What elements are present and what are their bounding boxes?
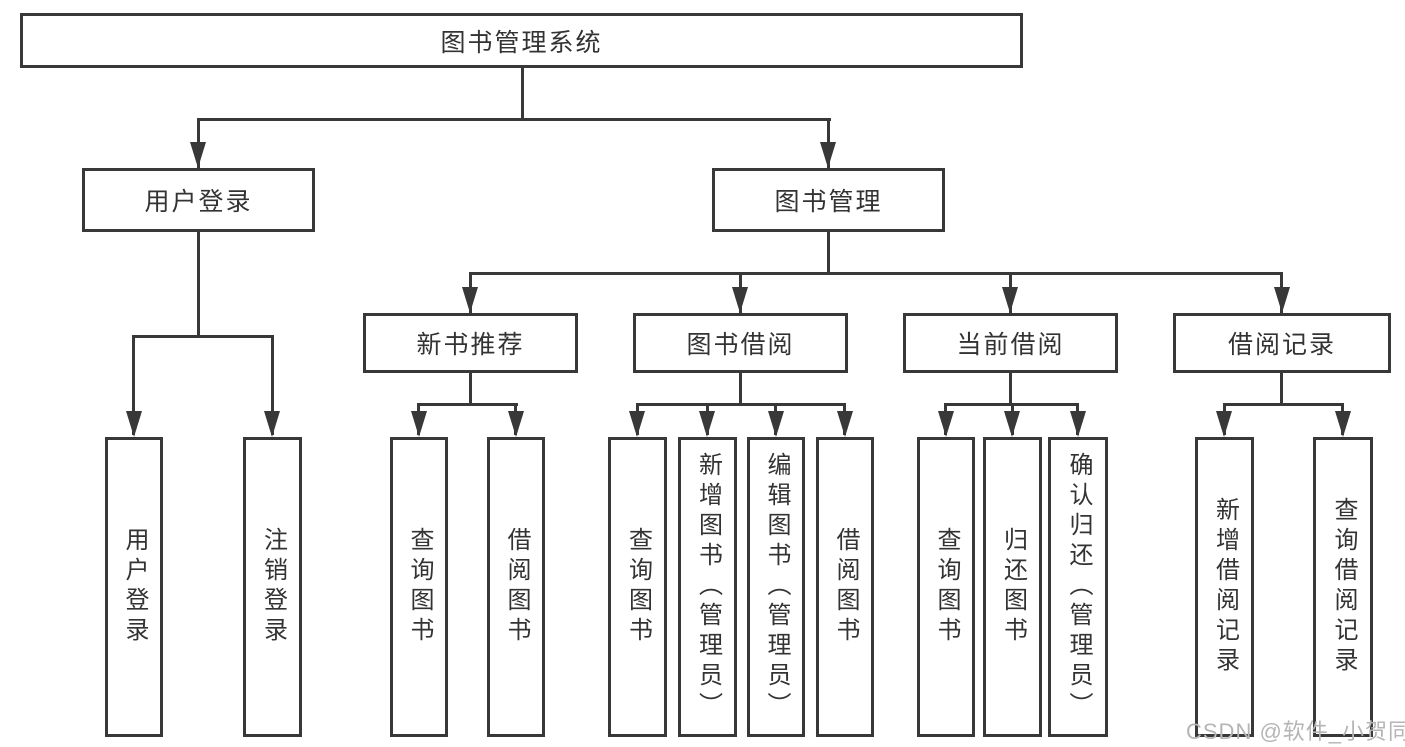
connector-line: [133, 335, 274, 338]
arrow-down-icon: [820, 142, 836, 168]
connector-line: [739, 373, 742, 406]
leaf-label: 新增图书（管理员）: [694, 452, 722, 722]
node-current-borrowing: 当前借阅: [903, 313, 1118, 373]
arrow-down-icon: [938, 411, 954, 437]
arrow-down-icon: [1274, 287, 1290, 313]
leaf-add-books-admin: 新增图书（管理员）: [678, 437, 737, 737]
node-book-management-label: 图书管理: [774, 188, 883, 216]
node-new-book-recommend-label: 新书推荐: [416, 331, 525, 359]
connector-line: [1009, 373, 1012, 406]
connector-line: [197, 232, 200, 338]
connector-line: [521, 68, 524, 120]
arrow-down-icon: [1004, 411, 1020, 437]
leaf-logout-label: 注销登录: [259, 527, 287, 647]
arrow-down-icon: [264, 411, 280, 437]
node-borrow-records: 借阅记录: [1173, 313, 1391, 373]
connector-line: [197, 118, 831, 121]
connector-line: [271, 335, 274, 435]
arrow-down-icon: [699, 411, 715, 437]
arrow-down-icon: [1070, 411, 1086, 437]
leaf-user-login-label: 用户登录: [121, 527, 148, 647]
node-book-borrowing-label: 图书借阅: [686, 331, 795, 359]
arrow-down-icon: [1216, 411, 1232, 437]
arrow-down-icon: [1335, 411, 1351, 437]
csdn-watermark: CSDN @软件_小贺同学: [1186, 719, 1405, 744]
arrow-down-icon: [1002, 287, 1018, 313]
connector-line: [469, 373, 472, 406]
leaf-label: 归还图书: [999, 527, 1027, 647]
leaf-return-books: 归还图书: [983, 437, 1042, 737]
leaf-query-books-current: 查询图书: [917, 437, 975, 737]
arrow-down-icon: [462, 287, 478, 313]
connector-line: [469, 272, 1283, 275]
leaf-label: 查询借阅记录: [1330, 497, 1357, 677]
node-book-borrowing: 图书借阅: [633, 313, 848, 373]
leaf-label: 查询图书: [933, 527, 960, 647]
leaf-label: 借阅图书: [503, 527, 530, 647]
leaf-label: 编辑图书（管理员）: [763, 452, 790, 722]
leaf-query-borrow-record: 查询借阅记录: [1313, 437, 1373, 737]
leaf-add-borrow-record: 新增借阅记录: [1195, 437, 1254, 737]
node-borrow-records-label: 借阅记录: [1227, 331, 1336, 359]
connector-line: [1280, 373, 1283, 406]
connector-line: [636, 403, 846, 406]
node-new-book-recommend: 新书推荐: [363, 313, 578, 373]
node-root: 图书管理系统: [20, 13, 1023, 68]
leaf-borrow-books-recommend: 借阅图书: [487, 437, 545, 737]
arrow-down-icon: [508, 411, 524, 437]
leaf-label: 确认归还（管理员）: [1065, 452, 1092, 722]
leaf-logout: 注销登录: [243, 437, 302, 737]
leaf-label: 查询图书: [406, 527, 433, 647]
leaf-edit-books-admin: 编辑图书（管理员）: [747, 437, 805, 737]
leaf-label: 新增借阅记录: [1211, 497, 1239, 677]
leaf-borrow-books: 借阅图书: [816, 437, 874, 737]
node-current-borrowing-label: 当前借阅: [956, 331, 1065, 359]
node-book-management: 图书管理: [712, 168, 945, 232]
node-user-login: 用户登录: [82, 168, 315, 232]
node-root-label: 图书管理系统: [440, 28, 603, 57]
arrow-down-icon: [411, 411, 427, 437]
connector-line: [827, 232, 830, 275]
arrow-down-icon: [629, 411, 645, 437]
leaf-confirm-return-admin: 确认归还（管理员）: [1048, 437, 1108, 737]
connector-line: [132, 335, 135, 435]
leaf-label: 查询图书: [624, 527, 652, 647]
arrow-down-icon: [837, 411, 853, 437]
arrow-down-icon: [190, 142, 206, 168]
leaf-label: 借阅图书: [832, 527, 859, 647]
arrow-down-icon: [768, 411, 784, 437]
leaf-user-login: 用户登录: [105, 437, 163, 737]
arrow-down-icon: [732, 287, 748, 313]
node-user-login-label: 用户登录: [144, 188, 253, 216]
leaf-query-books-borrowing: 查询图书: [608, 437, 667, 737]
arrow-down-icon: [126, 411, 142, 437]
connector-line: [417, 403, 518, 406]
leaf-query-books-recommend: 查询图书: [390, 437, 448, 737]
connector-line: [1223, 403, 1344, 406]
